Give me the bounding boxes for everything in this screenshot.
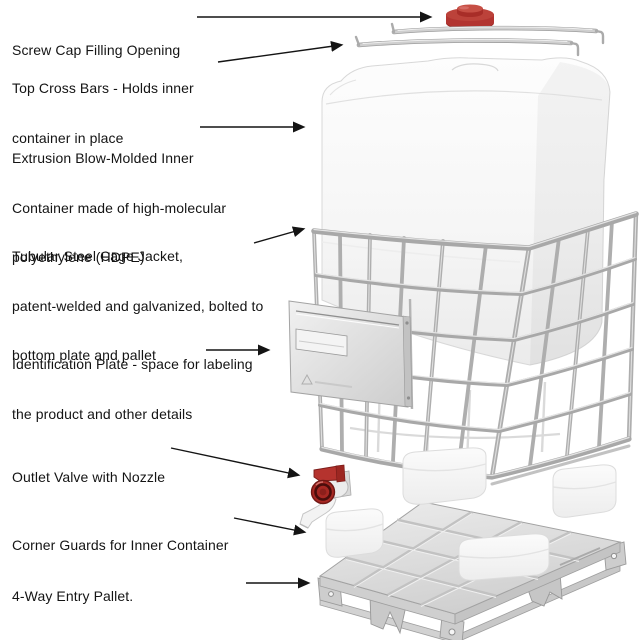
label-inner-container: Extrusion Blow-Molded Inner Container ma…	[12, 117, 226, 299]
cage-jacket-graphic	[311, 211, 639, 486]
label-screw-cap: Screw Cap Filling Opening	[12, 9, 180, 92]
outlet-valve-graphic	[299, 464, 352, 529]
label-corner-guards: Corner Guards for Inner Container	[12, 504, 229, 587]
top-cross-bars-graphic	[354, 22, 605, 57]
label-outlet-valve: Outlet Valve with Nozzle	[12, 436, 165, 519]
label-line: Available pallet options: wood, steel	[12, 638, 241, 640]
label-line: container in place	[12, 129, 124, 146]
leader-arrow	[233, 517, 307, 536]
label-line: Screw Cap Filling Opening	[12, 42, 181, 58]
label-pallet: 4-Way Entry Pallet. Available pallet opt…	[12, 555, 241, 640]
label-line: Extrusion Blow-Molded Inner	[12, 150, 194, 166]
leader-arrows	[170, 11, 433, 589]
label-cage-jacket: Tubular Steel Cage Jacket, patent-welded…	[12, 215, 263, 397]
leader-arrow	[253, 226, 306, 244]
corner-guard	[552, 464, 617, 518]
leader-arrow	[170, 447, 301, 479]
label-line: Outlet Valve with Nozzle	[12, 469, 166, 485]
label-line: polyethylene (HDPE)	[12, 249, 145, 265]
label-line: 4-Way Entry Pallet.	[12, 588, 134, 604]
pallet-graphic	[317, 501, 627, 640]
corner-guard	[325, 508, 384, 558]
corner-guard	[458, 533, 550, 581]
label-line: Container made of high-molecular	[12, 199, 227, 216]
label-line: Tubular Steel Cage Jacket,	[12, 248, 183, 264]
label-identification-plate: Identification Plate - space for labelin…	[12, 323, 253, 455]
label-top-cross-bars: Top Cross Bars - Holds inner container i…	[12, 47, 194, 179]
label-line: Corner Guards for Inner Container	[12, 537, 229, 553]
label-line: Top Cross Bars - Holds inner	[12, 80, 194, 96]
label-line: bottom plate and pallet	[12, 347, 156, 363]
identification-plate-graphic	[288, 298, 414, 410]
corner-guard	[402, 447, 487, 505]
leader-arrow	[217, 40, 344, 63]
label-line: Identification Plate - space for labelin…	[12, 356, 253, 372]
label-line: the product and other details	[12, 405, 193, 422]
corner-guards-graphic	[325, 447, 617, 581]
label-line: patent-welded and galvanized, bolted to	[12, 297, 264, 314]
